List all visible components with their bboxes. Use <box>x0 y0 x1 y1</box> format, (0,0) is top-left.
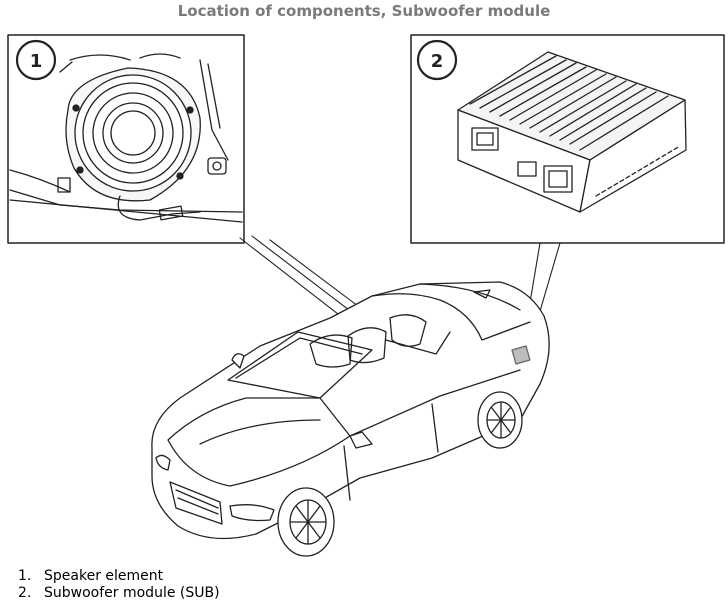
callout-1-marker <box>15 39 57 81</box>
module-detail-view <box>410 34 725 244</box>
callout-2-number: 2 <box>431 51 444 72</box>
legend-list: 1. Speaker element 2. Subwoofer module (SU… <box>18 568 220 602</box>
legend-label: Speaker element <box>44 568 164 584</box>
diagram-title: Location of components, Subwoofer module <box>177 2 551 20</box>
legend-item-module: 2. Subwoofer module (SUB) <box>18 585 220 602</box>
component-diagram: 1 2 <box>7 34 725 557</box>
legend-number: 1. <box>18 568 32 584</box>
legend-item-speaker: 1. Speaker element <box>18 568 220 585</box>
legend-number: 2. <box>18 585 32 601</box>
callout-2-marker <box>416 39 458 81</box>
speaker-detail-view <box>7 34 245 244</box>
callout-1-number: 1 <box>30 51 43 72</box>
legend-label: Subwoofer module (SUB) <box>44 585 220 601</box>
car-illustration <box>151 281 550 557</box>
